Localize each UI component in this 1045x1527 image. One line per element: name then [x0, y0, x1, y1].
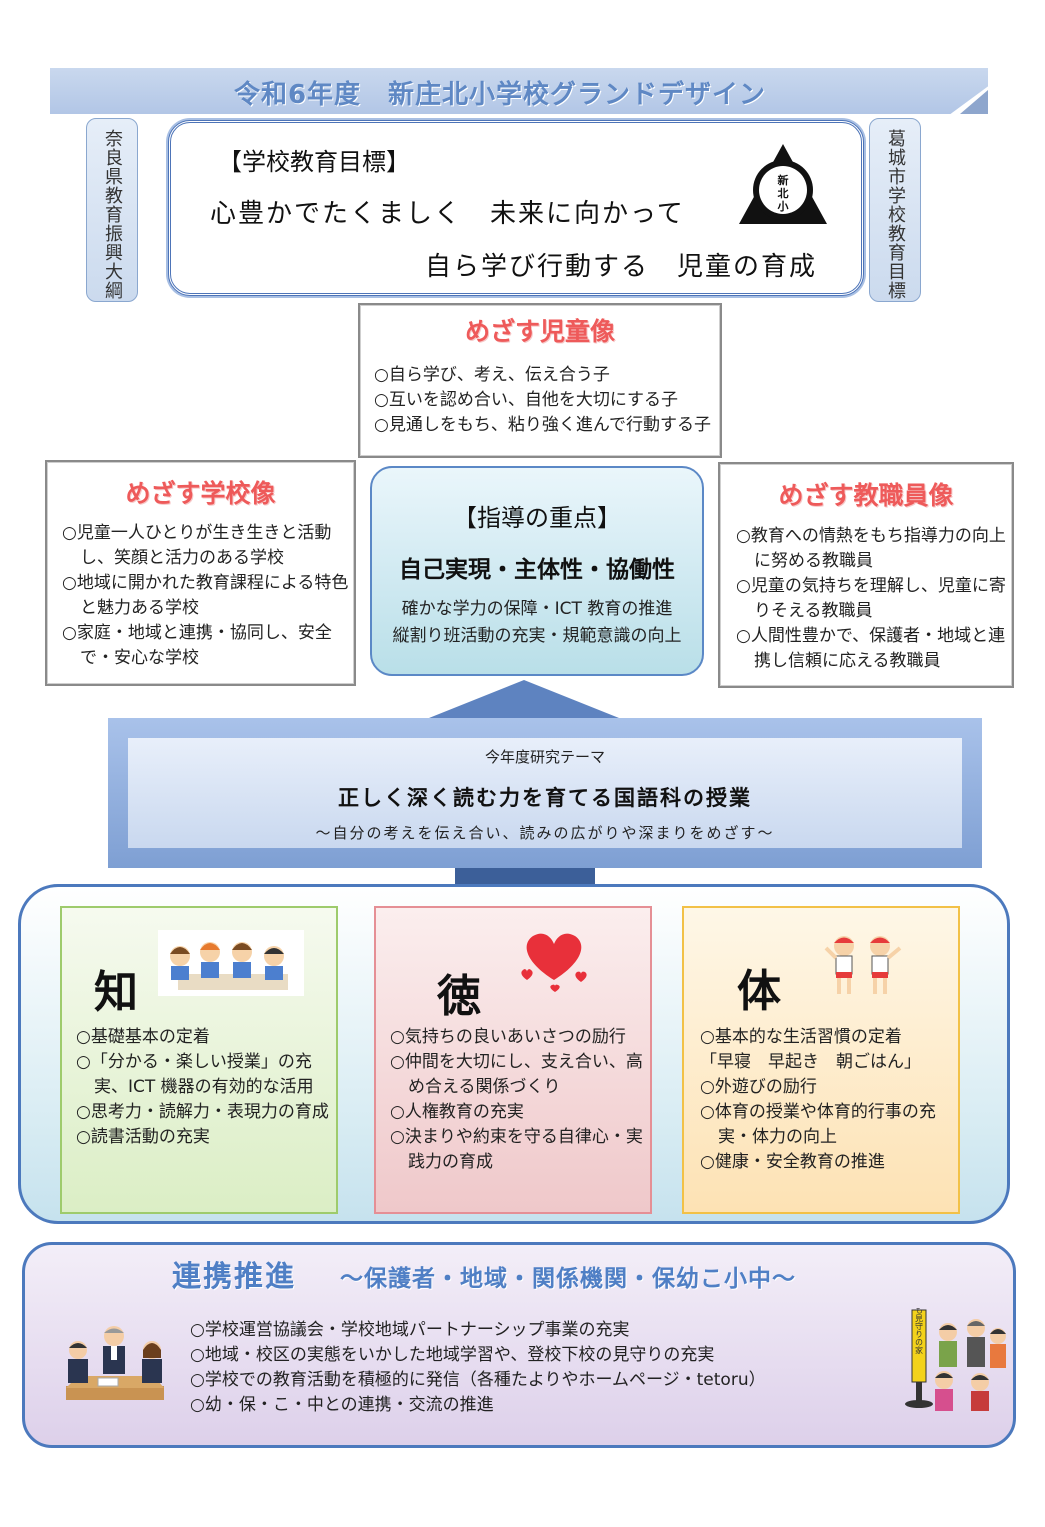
list-item: ○児童一人ひとりが生き生きと活動し、笑顔と活力のある学校	[62, 523, 332, 568]
target-school-card	[45, 460, 356, 686]
body-list: ○基本的な生活習慣の定着 「早寝 早起き 朝ごはん」 ○外遊びの励行 ○体育の授…	[700, 1025, 956, 1175]
students-studying-icon	[158, 930, 304, 996]
emblem-char-3: 小	[777, 199, 789, 213]
partnership-list: ○学校運営協議会・学校地域パートナーシップ事業の充実 ○地域・校区の実態をいかし…	[190, 1318, 830, 1418]
knowledge-list: ○基礎基本の定着 ○「分かる・楽しい授業」の充実、ICT 機器の有効的な活用 ○…	[76, 1025, 332, 1150]
list-item: 「早寝 早起き 朝ごはん」	[700, 1052, 921, 1072]
target-school-list: ○児童一人ひとりが生き生きと活動し、笑顔と活力のある学校 ○地域に開かれた教育課…	[62, 521, 352, 671]
partnership-subtitle: ～保護者・地域・関係機関・保幼こ小中～	[340, 1266, 796, 1292]
emblem-char-1: 新	[778, 173, 789, 187]
school-goal-line1: 心豊かでたくましく 未来に向かって	[210, 199, 685, 229]
research-theme-label: 今年度研究テーマ	[484, 748, 605, 766]
children-exercising-icon	[820, 928, 906, 998]
target-staff-title: めざす教職員像	[778, 481, 954, 510]
list-item: ○気持ちの良いあいさつの励行	[390, 1027, 626, 1047]
list-item: ○学校運営協議会・学校地域パートナーシップ事業の充実	[190, 1320, 630, 1340]
knowledge-kanji: 知	[94, 967, 138, 1018]
school-goal-heading: 【学校教育目標】	[218, 148, 410, 176]
list-item: ○基本的な生活習慣の定着	[700, 1027, 902, 1047]
city-goal-label: 葛城市学校教育目標	[869, 118, 921, 302]
partnership-title: 連携推進	[172, 1259, 297, 1293]
meeting-people-icon	[58, 1316, 170, 1412]
list-item: ○人間性豊かで、保護者・地域と連携し信頼に応える教職員	[736, 626, 1006, 671]
body-card	[682, 906, 960, 1214]
emblem-char-2: 北	[778, 186, 789, 200]
target-staff-card	[718, 462, 1014, 688]
list-item: ○読書活動の充実	[76, 1127, 210, 1147]
target-child-title: めざす児童像	[464, 317, 615, 346]
guidance-line1: 確かな学力の保障・ICT 教育の推進	[401, 599, 673, 619]
list-item: ○健康・安全教育の推進	[700, 1152, 885, 1172]
community-watch-icon: こども見守りの家	[898, 1308, 1010, 1418]
list-item: ○基礎基本の定着	[76, 1027, 210, 1047]
title-banner	[50, 68, 988, 114]
list-item: ○教育への情熱をもち指導力の向上に努める教職員	[736, 526, 1006, 571]
research-theme-subtitle: ～自分の考えを伝え合い、読みの広がりや深まりをめざす～	[315, 824, 775, 842]
list-item: ○体育の授業や体育的行事の充実・体力の向上	[700, 1102, 936, 1147]
list-item: ○人権教育の充実	[390, 1102, 524, 1122]
list-item: ○見通しをもち、粘り強く進んで行動する子	[374, 415, 711, 435]
guidance-focus-box	[370, 466, 704, 676]
partnership-box	[22, 1242, 1016, 1448]
list-item: ○学校での教育活動を積極的に発信（各種たよりやホームページ・tetoru）	[190, 1370, 766, 1390]
list-item: ○自ら学び、考え、伝え合う子	[374, 365, 610, 385]
virtue-list: ○気持ちの良いあいさつの励行 ○仲間を大切にし、支え合い、高め合える関係づくり …	[390, 1025, 646, 1175]
prefecture-outline-label: 奈良県教育振興大綱	[86, 118, 138, 302]
list-item: ○互いを認め合い、自他を大切にする子	[374, 390, 679, 410]
guidance-key: 自己実現・主体性・協働性	[399, 557, 675, 583]
target-school-title: めざす学校像	[125, 479, 276, 508]
research-theme-panel	[128, 738, 962, 848]
guidance-heading: 【指導の重点】	[453, 504, 621, 532]
virtue-kanji: 徳	[437, 971, 481, 1022]
list-item: ○思考力・読解力・表現力の育成	[76, 1102, 329, 1122]
school-emblem-icon: 新 北 小	[735, 140, 831, 236]
research-theme-title: 正しく深く読む力を育てる国語科の授業	[338, 786, 752, 810]
target-child-list: ○自ら学び、考え、伝え合う子 ○互いを認め合い、自他を大切にする子 ○見通しをも…	[374, 363, 719, 438]
list-item: ○児童の気持ちを理解し、児童に寄りそえる教職員	[736, 576, 1006, 621]
list-item: ○「分かる・楽しい授業」の充実、ICT 機器の有効的な活用	[76, 1052, 314, 1097]
guidance-line2: 縦割り班活動の充実・規範意識の向上	[392, 626, 682, 646]
list-item: ○外遊びの励行	[700, 1077, 817, 1097]
list-item: ○家庭・地域と連携・協同し、安全で・安心な学校	[62, 623, 332, 668]
list-item: ○地域・校区の実態をいかした地域学習や、登校下校の見守りの充実	[190, 1345, 715, 1365]
hearts-icon	[515, 928, 593, 994]
target-staff-list: ○教育への情熱をもち指導力の向上に努める教職員 ○児童の気持ちを理解し、児童に寄…	[736, 524, 1011, 674]
up-arrow-icon	[424, 680, 624, 720]
watch-sign-text: こども見守りの家	[915, 1308, 924, 1354]
target-child-card	[358, 303, 722, 458]
virtue-card	[374, 906, 652, 1214]
list-item: ○地域に開かれた教育課程による特色と魅力ある学校	[62, 573, 349, 618]
list-item: ○仲間を大切にし、支え合い、高め合える関係づくり	[390, 1052, 643, 1097]
list-item: ○幼・保・こ・中との連携・交流の推進	[190, 1395, 494, 1415]
school-goal-line2: 自ら学び行動する 児童の育成	[425, 252, 818, 282]
page-title: 令和6年度 新庄北小学校グランドデザイン	[233, 80, 767, 110]
list-item: ○決まりや約束を守る自律心・実践力の育成	[390, 1127, 643, 1172]
body-kanji: 体	[737, 966, 781, 1017]
